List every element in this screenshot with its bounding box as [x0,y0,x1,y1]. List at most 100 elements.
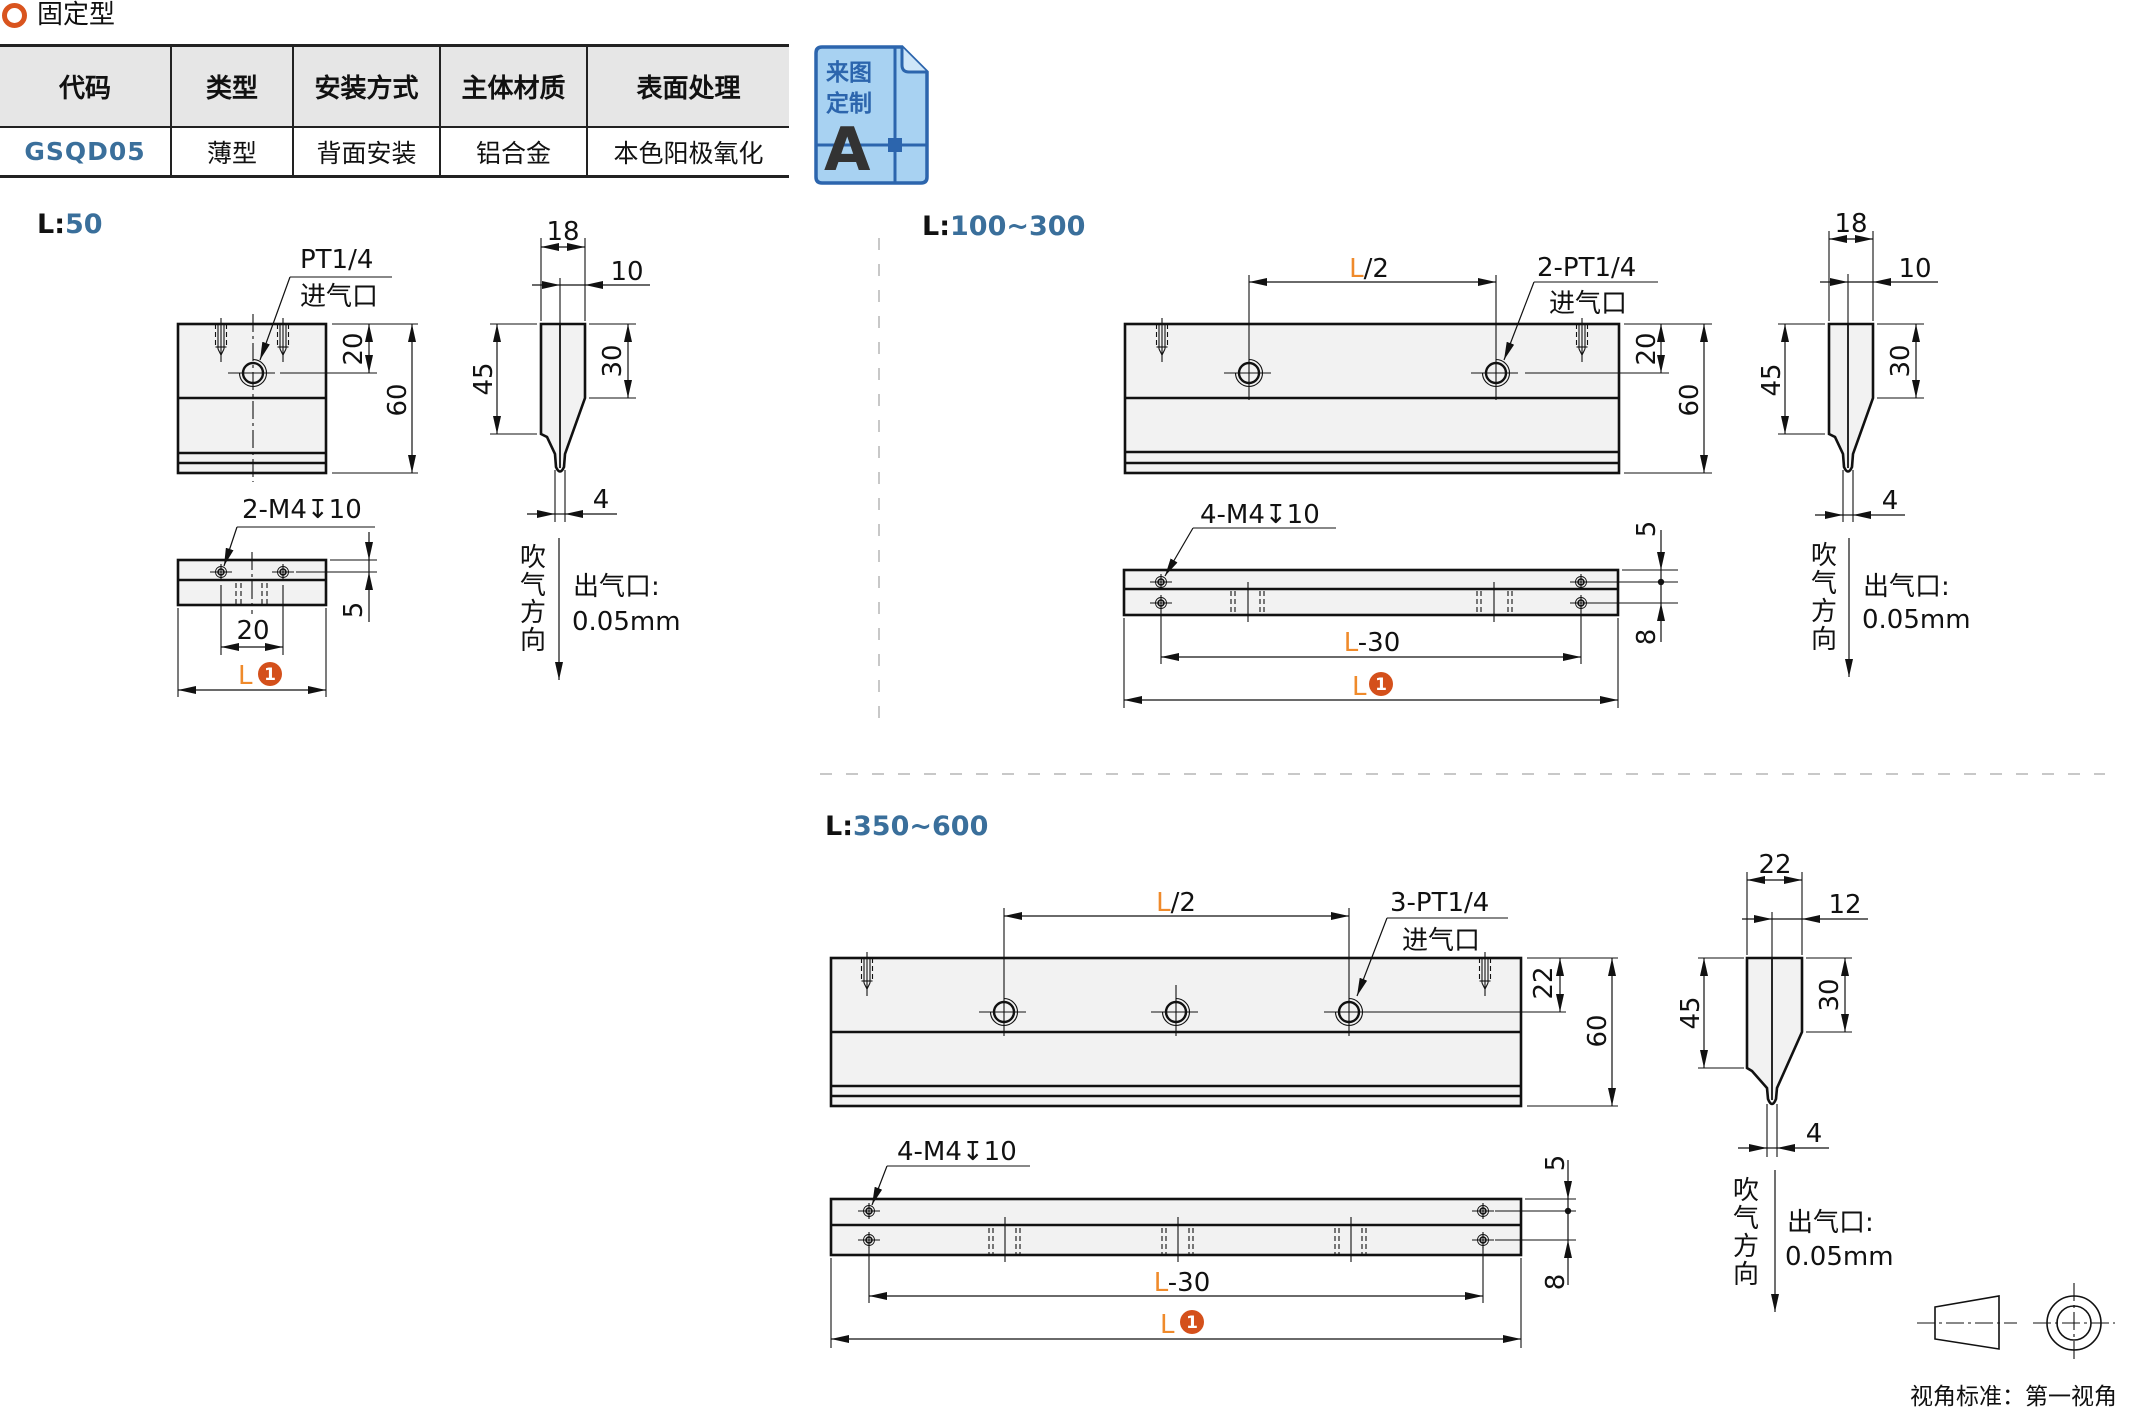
cell-code: GSQD05 [0,127,172,178]
dim-center-offset: 10 [1820,254,1938,286]
label-range: 50 [65,209,103,240]
outlet-label: 出气口: [1863,572,1950,602]
note-number: 1 [264,665,276,685]
header-surface: 表面处理 [587,44,789,128]
dim-port-pitch: L/2 [1004,888,1349,920]
dim-edge-and-row-pitch: 5 8 [1495,1155,1576,1291]
outlet-label: 出气口: [573,572,660,602]
dimension-value: 30 [1886,344,1916,377]
blow-direction: 吹 气 方 向 [1733,1170,1779,1312]
nozzle-profile [1827,322,1875,473]
dim-nozzle-width: 4 [527,470,617,522]
dim-height: 60 [1624,323,1712,474]
leader-arrow [1356,917,1388,997]
port-callout-name: 进气口 [1549,289,1627,319]
length-symbol: L [1156,888,1171,918]
blow-direction-char: 方 [520,598,546,628]
dim-straight-height: 30 [1877,323,1924,399]
section-title: 固定型 [37,0,116,30]
dim-height: 60 [332,323,418,474]
dim-body-height: 45 [1676,957,1744,1069]
outlet-gap: 0.05mm [1785,1242,1894,1272]
dim-port-offset: 20 [1525,324,1669,374]
nozzle-profile [1745,956,1804,1106]
dimension-value: 45 [1676,996,1706,1029]
variant-l350-600: L:350~600 L/2 3-PT1/4 [825,811,1894,1348]
circle-outline-icon [2,2,27,28]
dim-straight-height: 30 [589,323,636,399]
side-view: 18 10 45 30 [469,217,681,680]
hole-callout: 4-M4↧10 [871,1137,1030,1206]
variant-label: L:100~300 [922,211,1085,242]
port-callout-spec: 2-PT1/4 [1537,253,1636,283]
projection-standard: 视角标准：第一视角 [1910,1283,2117,1410]
dimension-value: 45 [1757,363,1787,396]
bottom-view: 2-M4↧10 5 20 [176,495,377,697]
note-badge-icon [1369,672,1393,696]
side-view: 22 12 45 30 [1676,850,1894,1312]
dimension-value: 45 [469,362,499,395]
dimension-dot [1657,578,1665,586]
front-view: PT1/4 进气口 20 60 [176,245,418,482]
dim-port-offset: 22 [1362,958,1566,1013]
blow-direction-char: 气 [520,571,546,601]
blow-direction: 吹 气 方 向 [520,538,563,680]
projection-label: 视角标准：第一视角 [1910,1384,2117,1410]
dim-length: L 1 [1123,618,1619,708]
dimension-value: 4 [1882,486,1899,516]
blow-direction-char: 气 [1733,1204,1759,1234]
projection-cone-view [1934,1295,2000,1350]
section-header: 固定型 [2,0,115,30]
dimension-value: 60 [1583,1014,1613,1047]
cell-mounting: 背面安装 [293,127,441,178]
variant-label: L:50 [37,209,103,240]
hole-callout-spec: 2-M4↧10 [242,495,362,525]
note-badge-icon [1180,1310,1204,1334]
length-symbol: L [1349,254,1364,284]
dimension-value: 20 [339,332,369,365]
note-number: 1 [1375,675,1387,695]
label-prefix: L: [37,209,65,240]
pitch-suffix: /2 [1364,254,1389,284]
dimension-value: L-30 [1154,1268,1211,1298]
leader-arrow [259,276,291,361]
table-row: GSQD05 薄型 背面安装 铝合金 本色阳极氧化 [0,127,789,178]
dimension-value: 8 [1541,1274,1571,1291]
dimension-value: 30 [598,344,628,377]
hole-callout: 4-M4↧10 [1164,500,1336,577]
port-callout: 2-PT1/4 进气口 [1503,253,1658,361]
dim-body-height: 45 [469,323,537,435]
hole-callout-spec: 4-M4↧10 [1200,500,1320,530]
variant-label: L:350~600 [825,811,988,842]
bottom-view: 4-M4↧10 5 8 [829,1137,1576,1348]
dimension-value: 5 [1541,1155,1571,1172]
dimension-value: 22 [1529,966,1559,999]
badge-grid-node [888,138,902,152]
dim-edge-and-row-pitch: 5 8 [1592,521,1678,645]
variant-l50: L:50 PT1/4 进气口 20 [37,209,681,697]
dim-length: L 1 [177,608,327,697]
dim-hole-span: L-30 [868,1247,1484,1303]
note-number: 1 [1186,1313,1198,1333]
label-range: 350~600 [853,811,988,842]
span-suffix: -30 [1358,628,1400,658]
dim-length: L 1 [830,1258,1522,1348]
blow-direction-char: 吹 [520,543,546,573]
blow-direction-char: 气 [1811,569,1837,599]
dimension-value: 10 [1898,254,1931,284]
dim-edge-offset: 5 [296,532,377,622]
length-symbol: L [1344,628,1359,658]
dimension-value: 18 [1834,209,1867,239]
dimension-value: 30 [1815,978,1845,1011]
dimension-value: 10 [610,257,643,287]
label-range: 100~300 [950,211,1085,242]
nozzle-profile [539,322,587,473]
dimension-value: 20 [1632,332,1662,365]
leader-arrow [1164,527,1194,577]
variant-l100-300: L:100~300 L/2 2-PT1/4 进气口 [922,209,1971,708]
dim-port-pitch: L/2 [1249,254,1496,286]
dim-body-height: 45 [1757,323,1825,435]
port-callout: PT1/4 进气口 [259,245,392,361]
body-outline [829,1197,1523,1257]
